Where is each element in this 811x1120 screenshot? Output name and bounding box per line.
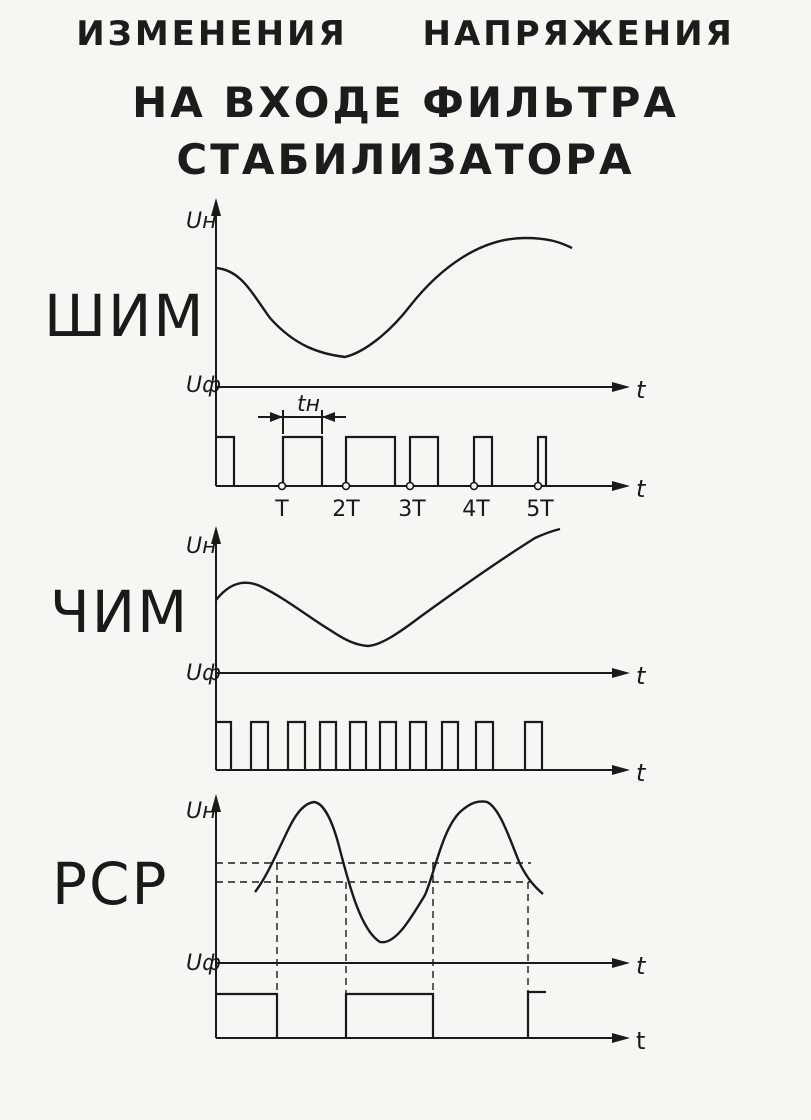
pfm-filter-t-label: t	[636, 662, 647, 690]
relay-time-t-label: t	[636, 1027, 645, 1055]
pwm-load-voltage-curve	[215, 236, 573, 359]
pfm-pulse-train	[216, 720, 544, 770]
pwm-y-arrowhead	[211, 198, 221, 216]
pwm-period-marker	[405, 481, 415, 491]
pfm-label: ЧИМ	[50, 578, 190, 646]
pwm-section: Uн Uф t t tн	[186, 198, 647, 522]
pwm-label: ШИМ	[44, 282, 206, 350]
pwm-width-arrow-left	[270, 412, 283, 422]
relay-filter-t-label: t	[636, 952, 647, 980]
pwm-filter-label: Uф	[186, 373, 221, 398]
relay-y-arrowhead	[211, 794, 221, 812]
pfm-time-t-label: t	[636, 759, 647, 787]
pfm-filter-label: Uф	[186, 661, 221, 686]
pwm-time-arrowhead	[612, 481, 630, 491]
pwm-period-label: 2T	[332, 497, 360, 522]
title-line-3: СТАБИЛИЗАТОРА	[176, 135, 635, 184]
pwm-filter-t-label: t	[636, 376, 647, 404]
title-line-2: НА ВХОДЕ ФИЛЬТРА	[132, 78, 679, 127]
pwm-pulse-width-label: tн	[297, 392, 320, 417]
title-line-1: ИЗМЕНЕНИЯ НАПРЯЖЕНИЯ	[76, 14, 735, 54]
pfm-filter-arrowhead	[612, 668, 630, 678]
relay-filter-label: Uф	[186, 951, 221, 976]
pfm-load-voltage-curve	[215, 527, 561, 648]
pwm-period-marker	[469, 481, 479, 491]
pwm-period-marker	[533, 481, 543, 491]
pwm-y-label: Uн	[186, 209, 217, 234]
pwm-period-marker	[341, 481, 351, 491]
relay-label: РСР	[52, 850, 169, 918]
relay-time-arrowhead	[612, 1033, 630, 1043]
pfm-y-label: Uн	[186, 534, 217, 559]
pwm-period-label: 4T	[462, 497, 490, 522]
pfm-section: Uн Uф t t	[186, 526, 647, 787]
pwm-period-label: 5T	[526, 497, 554, 522]
pfm-time-arrowhead	[612, 765, 630, 775]
pwm-width-arrow-right	[322, 412, 335, 422]
pfm-y-arrowhead	[211, 526, 221, 544]
relay-load-voltage-curve	[254, 800, 544, 944]
relay-filter-arrowhead	[612, 958, 630, 968]
pwm-time-t-label: t	[636, 475, 647, 503]
relay-pulse-train	[216, 990, 546, 1038]
pwm-period-marker	[277, 481, 287, 491]
pwm-period-label: 3T	[398, 497, 426, 522]
pwm-pulse-train	[216, 435, 548, 486]
pwm-period-label: T	[274, 497, 289, 522]
relay-section: Uн Uф t t	[186, 794, 647, 1055]
pwm-filter-arrowhead	[612, 382, 630, 392]
relay-y-label: Uн	[186, 799, 217, 824]
